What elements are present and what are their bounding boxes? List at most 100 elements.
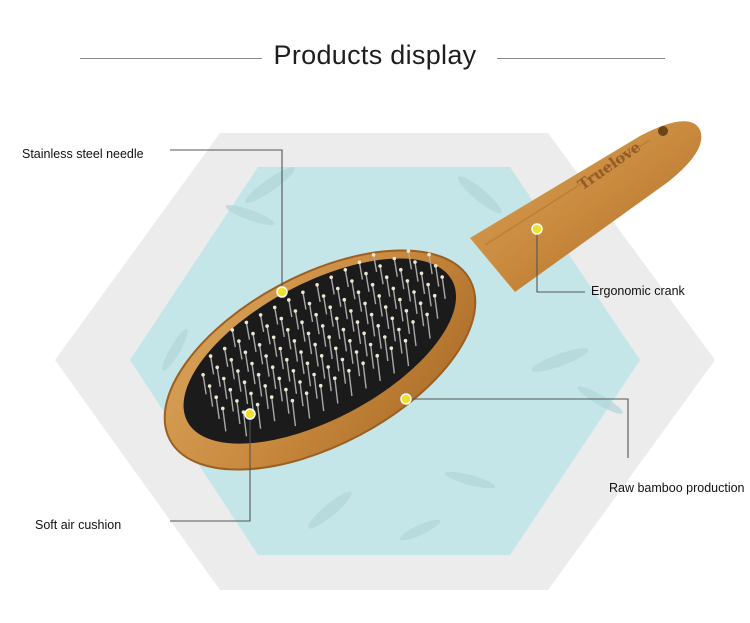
steel-pin [349, 340, 354, 364]
steel-pin [348, 370, 353, 397]
steel-pin-tip [328, 305, 333, 310]
callout-raw-bamboo-production: Raw bamboo production [609, 481, 745, 495]
steel-pin-tip [329, 275, 334, 280]
steel-pin [305, 393, 311, 419]
steel-pin-tip [391, 286, 396, 291]
steel-pin [300, 352, 305, 375]
steel-pin [242, 412, 248, 437]
steel-pin [230, 359, 235, 380]
brush-handle [470, 121, 702, 292]
title-rule-left [80, 58, 262, 59]
steel-pin [406, 280, 412, 302]
steel-pin [405, 310, 411, 334]
steel-pin [279, 348, 284, 370]
steel-pin [358, 262, 364, 280]
steel-pin [392, 288, 397, 310]
steel-pin-tip [399, 267, 403, 272]
steel-pin [307, 333, 313, 355]
steel-pin-tip [347, 368, 351, 373]
marker-stainless-steel-needle [276, 286, 288, 298]
callout-ergonomic-crank: Ergonomic crank [591, 284, 685, 298]
steel-pin-tip [384, 275, 389, 280]
steel-pin [229, 389, 234, 412]
steel-pin [259, 314, 265, 333]
steel-pin-tip [264, 354, 268, 358]
steel-pin-tip [350, 279, 354, 283]
steel-pin-tip [418, 301, 423, 306]
steel-pin-tip [304, 391, 309, 396]
steel-pin-tip [270, 365, 275, 370]
steel-pin [427, 284, 432, 307]
steel-pin [386, 277, 391, 297]
steel-pin [313, 374, 318, 399]
steel-pin-tip [249, 391, 253, 396]
steel-pin [337, 288, 342, 307]
steel-pin [342, 329, 348, 352]
steel-pin-tip [208, 354, 213, 358]
steel-pin [231, 329, 236, 348]
steel-pin-tip [335, 316, 339, 321]
steel-pin-tip [319, 354, 324, 358]
steel-pin-tip [237, 339, 241, 343]
steel-pin [272, 367, 277, 390]
steel-pin-tip [313, 342, 317, 347]
steel-pin-tip [312, 372, 316, 377]
hang-hole [658, 126, 668, 136]
page-title: Products display [273, 40, 477, 70]
steel-pin-tip [285, 357, 289, 362]
steel-pin [400, 269, 405, 290]
steel-pin [371, 284, 377, 305]
steel-pin [292, 370, 298, 394]
steel-pin [222, 408, 227, 432]
steel-pin-tip [425, 312, 429, 317]
steel-pin [376, 355, 381, 382]
steel-pin [288, 299, 293, 318]
steel-pin [265, 355, 270, 377]
steel-pin [251, 363, 256, 385]
steel-pin [321, 355, 326, 379]
steel-pin [428, 254, 433, 275]
steel-pin [328, 337, 333, 360]
steel-pin-tip [228, 387, 233, 392]
steel-pin [308, 303, 314, 323]
steel-pin-tip [389, 346, 394, 351]
steel-pin-tip [299, 350, 303, 354]
steel-pin [243, 382, 249, 405]
steel-pin-tip [336, 286, 340, 291]
steel-pin-tip [432, 293, 437, 298]
steel-pin-tip [278, 346, 283, 351]
steel-pin [357, 292, 363, 312]
steel-pin [299, 381, 304, 407]
steel-pin-tip [318, 383, 323, 388]
steel-pin [336, 318, 341, 340]
marker-soft-air-cushion [244, 408, 256, 420]
steel-pin-tip [201, 373, 205, 377]
steel-pin [237, 370, 242, 392]
steel-pin-tip [426, 282, 430, 287]
steel-pin-tip [356, 290, 361, 295]
steel-pin [329, 307, 334, 327]
steel-pin [344, 269, 349, 288]
steel-pin-tip [362, 331, 366, 336]
steel-pin [390, 348, 395, 374]
steel-pin-tip [403, 338, 408, 343]
steel-pin-tip [287, 298, 291, 302]
steel-pin-tip [397, 327, 401, 332]
steel-pin-tip [221, 406, 225, 411]
steel-pin-tip [411, 320, 415, 324]
steel-pin-tip [230, 328, 235, 332]
steel-pin [278, 378, 283, 402]
steel-pin [434, 295, 439, 319]
steel-pin [316, 284, 321, 303]
steel-pin-tip [427, 252, 431, 257]
steel-pin [294, 310, 300, 330]
steel-pin-tip [292, 339, 297, 343]
steel-pin [215, 397, 220, 420]
steel-pin-tip [251, 331, 255, 336]
steel-pin [209, 355, 215, 375]
steel-pin-tip [215, 365, 219, 370]
steel-pin-tip [291, 369, 296, 373]
steel-pin-tip [272, 305, 277, 310]
steel-pin [216, 367, 221, 387]
